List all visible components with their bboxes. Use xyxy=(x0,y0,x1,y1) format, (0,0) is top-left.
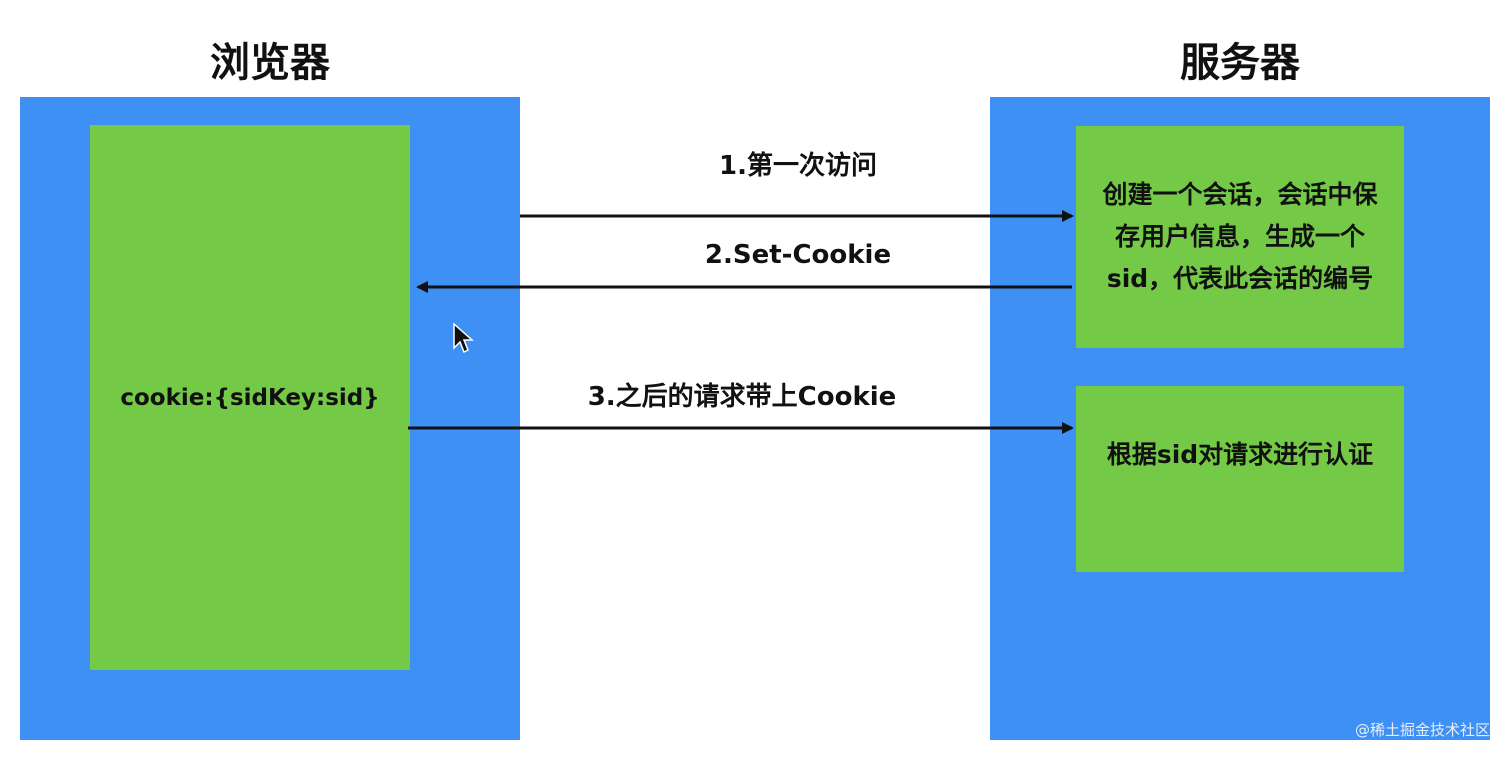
browser-cookie-box: cookie:{sidKey:sid} xyxy=(90,125,410,670)
server-title: 服务器 xyxy=(1180,40,1300,86)
cookie-text: cookie:{sidKey:sid} xyxy=(120,384,380,411)
auth-text: 根据sid对请求进行认证 xyxy=(1106,440,1374,469)
arrow-label-set-cookie: 2.Set-Cookie xyxy=(704,240,892,270)
arrow-label-first-visit: 1.第一次访问 xyxy=(719,151,877,181)
server-session-box: 创建一个会话，会话中保存用户信息，生成一个sid，代表此会话的编号 xyxy=(1076,126,1404,348)
arrow-label-subsequent-request: 3.之后的请求带上Cookie xyxy=(587,382,897,412)
mouse-cursor-icon xyxy=(453,322,474,354)
browser-title: 浏览器 xyxy=(210,40,330,86)
server-auth-box: 根据sid对请求进行认证 xyxy=(1076,386,1404,572)
session-text: 创建一个会话，会话中保存用户信息，生成一个sid，代表此会话的编号 xyxy=(1102,180,1378,293)
watermark: @稀土掘金技术社区 xyxy=(1354,721,1490,739)
